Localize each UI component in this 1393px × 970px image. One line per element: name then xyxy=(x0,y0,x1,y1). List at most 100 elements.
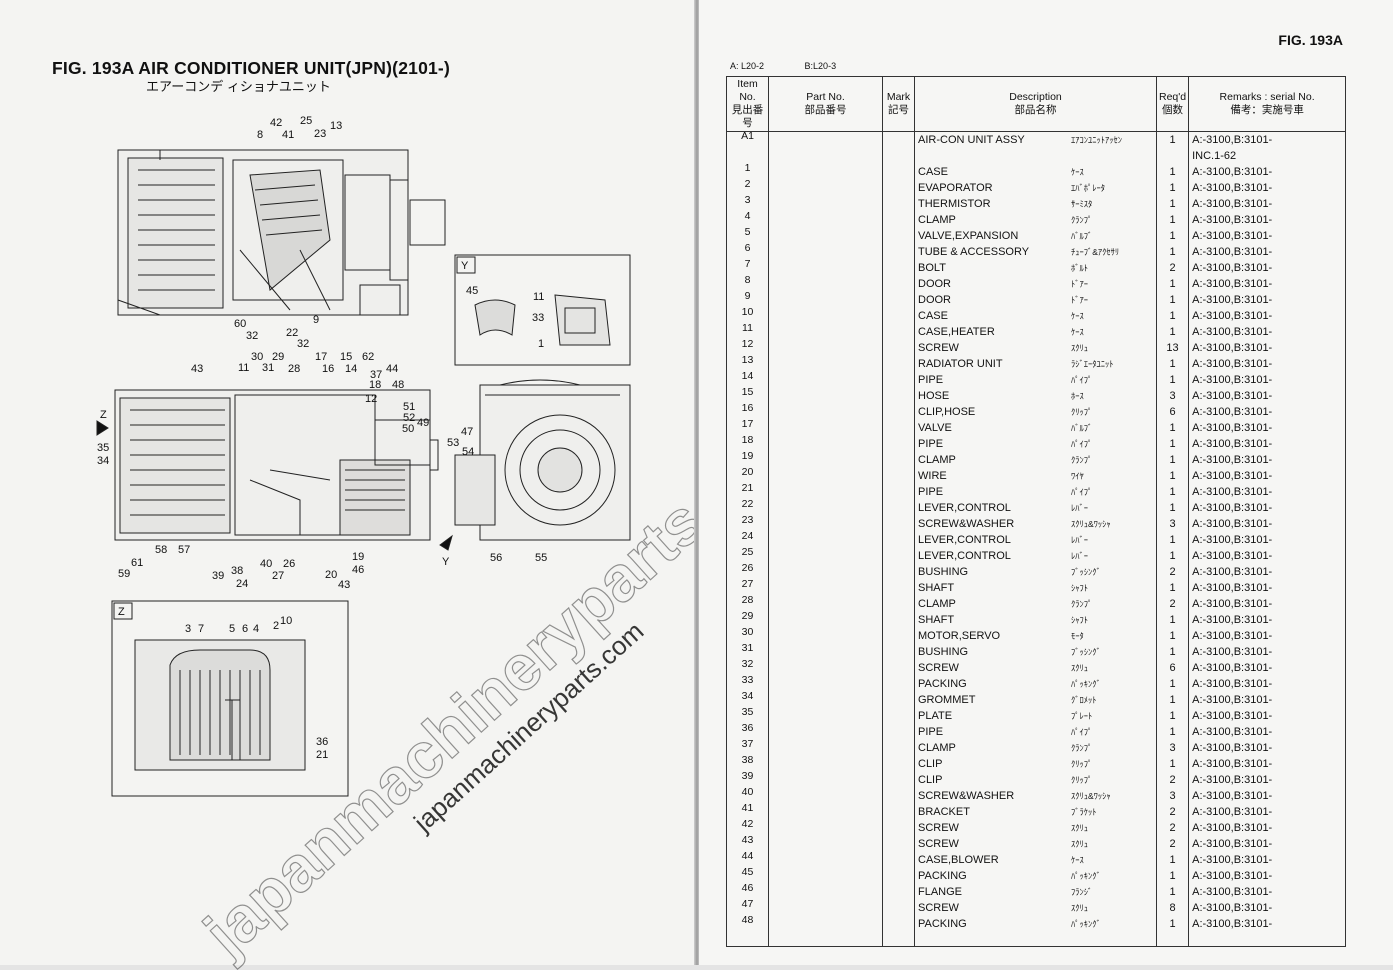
remarks-cell: A:-3100,B:3101- xyxy=(1188,756,1347,772)
item-no-cell: 19 xyxy=(726,452,769,468)
callout: 62 xyxy=(362,351,374,363)
mark-cell xyxy=(882,452,915,468)
mark-cell xyxy=(882,484,915,500)
item-no-cell: 41 xyxy=(726,804,769,820)
qty-cell xyxy=(1155,148,1190,164)
qty-cell: 1 xyxy=(1155,708,1190,724)
remarks-cell: A:-3100,B:3101- xyxy=(1188,868,1347,884)
qty-cell: 2 xyxy=(1155,804,1190,820)
qty-cell: 3 xyxy=(1155,516,1190,532)
figure-reference: FIG. 193A xyxy=(1278,32,1343,48)
item-no-cell: 39 xyxy=(726,772,769,788)
callout: 10 xyxy=(280,615,292,627)
part-no-cell xyxy=(768,484,883,500)
remarks-cell: A:-3100,B:3101- xyxy=(1188,356,1347,372)
part-no-cell xyxy=(768,916,883,947)
qty-cell: 1 xyxy=(1155,916,1190,947)
remarks-cell: A:-3100,B:3101- xyxy=(1188,164,1347,180)
part-no-cell xyxy=(768,836,883,852)
mark-cell xyxy=(882,820,915,836)
part-no-cell xyxy=(768,180,883,196)
mark-cell xyxy=(882,612,915,628)
description-cell xyxy=(914,148,1157,164)
mark-cell xyxy=(882,660,915,676)
item-no-cell: 33 xyxy=(726,676,769,692)
item-no-cell: 26 xyxy=(726,564,769,580)
mark-cell xyxy=(882,532,915,548)
item-no-cell: 42 xyxy=(726,820,769,836)
remarks-cell: A:-3100,B:3101- xyxy=(1188,740,1347,756)
qty-cell: 1 xyxy=(1155,164,1190,180)
item-no-cell: 37 xyxy=(726,740,769,756)
callout: 4 xyxy=(253,623,259,635)
mark-cell xyxy=(882,308,915,324)
mark-cell xyxy=(882,404,915,420)
callout: 53 xyxy=(447,437,459,449)
callout: 34 xyxy=(97,455,109,467)
item-no-cell: 48 xyxy=(726,916,769,947)
source-a: A: L20-2 xyxy=(730,61,765,71)
item-no-cell: 12 xyxy=(726,340,769,356)
mark-cell xyxy=(882,868,915,884)
part-no-cell xyxy=(768,164,883,180)
item-no-cell: 9 xyxy=(726,292,769,308)
callout: 54 xyxy=(462,446,474,458)
part-no-cell xyxy=(768,468,883,484)
callout: 42 xyxy=(270,117,282,129)
callout: 21 xyxy=(316,749,328,761)
callout: 3 xyxy=(185,623,191,635)
callout: 59 xyxy=(118,568,130,580)
mark-cell xyxy=(882,676,915,692)
qty-cell: 1 xyxy=(1155,131,1190,148)
item-no-cell: 18 xyxy=(726,436,769,452)
mark-cell xyxy=(882,340,915,356)
mark-cell xyxy=(882,180,915,196)
qty-cell: 1 xyxy=(1155,548,1190,564)
item-no-cell: 21 xyxy=(726,484,769,500)
item-no-cell: 35 xyxy=(726,708,769,724)
callout: 14 xyxy=(345,363,357,375)
qty-cell: 1 xyxy=(1155,644,1190,660)
qty-cell: 2 xyxy=(1155,596,1190,612)
part-no-cell xyxy=(768,660,883,676)
mark-cell xyxy=(882,628,915,644)
qty-cell: 2 xyxy=(1155,836,1190,852)
callout: 33 xyxy=(532,312,544,324)
callout: 50 xyxy=(402,423,414,435)
callout: 36 xyxy=(316,736,328,748)
qty-cell: 1 xyxy=(1155,852,1190,868)
callout: 60 xyxy=(234,318,246,330)
callout: 20 xyxy=(325,569,337,581)
remarks-cell: A:-3100,B:3101- xyxy=(1188,308,1347,324)
mark-cell xyxy=(882,212,915,228)
item-no-cell: 16 xyxy=(726,404,769,420)
callout: 45 xyxy=(466,285,478,297)
mark-cell xyxy=(882,420,915,436)
qty-cell: 1 xyxy=(1155,196,1190,212)
mark-cell xyxy=(882,516,915,532)
remarks-cell: A:-3100,B:3101- xyxy=(1188,532,1347,548)
callout: 26 xyxy=(283,558,295,570)
item-no-cell: 27 xyxy=(726,580,769,596)
